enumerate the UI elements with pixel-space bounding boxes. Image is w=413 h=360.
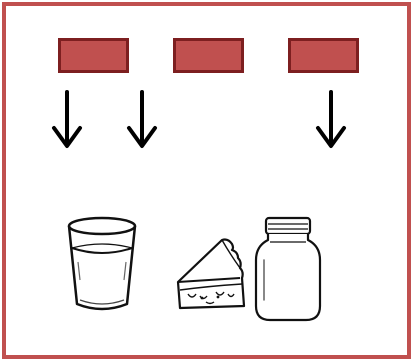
arrow-down-icon [315, 90, 347, 152]
answer-box-3[interactable] [288, 38, 359, 73]
pie-slice-icon[interactable] [170, 232, 250, 312]
answer-box-2[interactable] [173, 38, 244, 73]
answer-box-1[interactable] [58, 38, 129, 73]
arrow-down-icon [126, 90, 158, 152]
empty-jar-icon[interactable] [252, 216, 324, 324]
water-glass-icon[interactable] [64, 214, 140, 316]
arrow-down-icon [51, 90, 83, 152]
